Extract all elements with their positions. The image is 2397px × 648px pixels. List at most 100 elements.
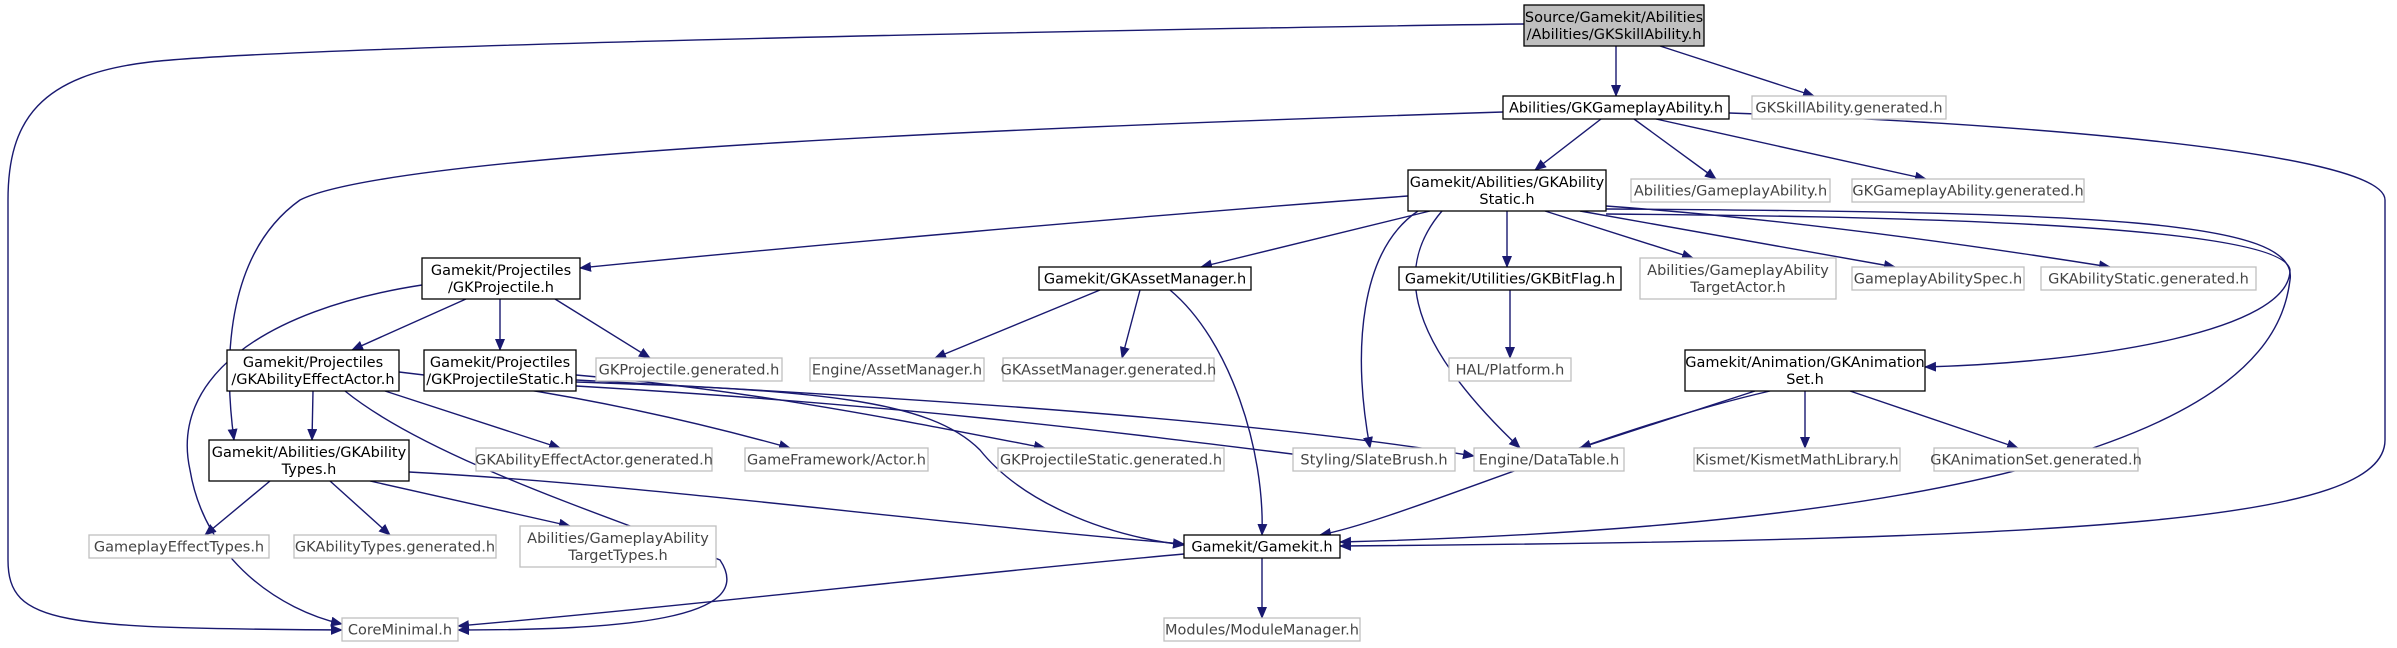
edge-arrow [457,553,1185,631]
node-skill-gen: GKSkillAbility.generated.h [1751,95,1947,120]
edge-arrow [227,111,1504,441]
node-static-gen: GKAbilityStatic.generated.h [2040,266,2257,291]
edge-arrow [1605,205,2111,271]
node-core-minimal: CoreMinimal.h [341,617,459,642]
node-label-line: Engine/DataTable.h [1479,453,1620,469]
edge-gameplay_ability_h-to-abilities_gameplayability [1633,118,1717,180]
edge-asset_manager-to-gamekit [1169,289,1268,536]
node-label-line: Types.h [281,462,337,478]
node-label-line: GKProjectileStatic.generated.h [1000,453,1222,469]
node-kismet: Kismet/KismetMathLibrary.h [1693,447,1901,472]
node-box [744,447,929,472]
node-box [1473,447,1625,472]
edge-arrow [1339,112,2386,551]
node-engine-assetmanager: Engine/AssetManager.h [809,357,985,382]
node-bitflag[interactable]: Gamekit/Utilities/GKBitFlag.h [1398,266,1622,291]
node-label-line: Abilities/GameplayAbility [527,531,709,547]
node-label-line: Abilities/GKGameplayAbility.h [1509,101,1723,117]
node-effectactor-gen: GKAbilityEffectActor.generated.h [475,447,713,472]
edges-layer [7,23,2386,635]
edge-arrow [1360,210,1419,449]
edge-ability_static-to-ability_spec [1579,210,1896,270]
node-abilities-gameplayability: Abilities/GameplayAbility.h [1630,178,1831,203]
node-asset-manager[interactable]: Gamekit/GKAssetManager.h [1038,266,1252,291]
edge-ability_static-to-slate_brush [1360,210,1419,449]
node-label-line: GameplayAbilitySpec.h [1854,272,2022,288]
node-hal-platform: HAL/Platform.h [1448,357,1572,382]
edge-projectile-to-projectile_gen [554,298,651,359]
edge-arrow [1544,210,1694,260]
node-projstatic-gen: GKProjectileStatic.generated.h [997,447,1225,472]
node-label-line: Gamekit/Abilities/GKAbility [212,445,407,461]
edge-arrow [384,390,561,450]
edge-asset_manager-to-engine_assetmanager [934,289,1101,359]
edge-arrow [186,284,423,627]
edge-ability_static-to-static_gen [1605,205,2111,271]
node-box [421,257,581,300]
node-root[interactable]: Source/Gamekit/Abilities/Abilities/GKSki… [1523,4,1705,47]
edge-ability_types-to-abilitytypes_gen [329,480,391,536]
edge-ability_static-to-asset_manager [1200,210,1431,270]
node-effect-actor[interactable]: Gamekit/Projectiles/GKAbilityEffectActor… [226,349,400,392]
edge-ability_types-to-gamekit [408,471,1185,549]
node-label-line: Engine/AssetManager.h [812,363,982,379]
edge-gameplay_ability_h-to-gameplayability_gen [1655,118,1927,182]
node-box [1523,4,1705,47]
node-gamekit[interactable]: Gamekit/Gamekit.h [1183,534,1341,559]
node-label-line: GKGameplayAbility.generated.h [1852,184,2083,200]
edge-projectile-to-core_minimal [186,284,423,627]
node-box [423,349,577,392]
edge-arrow [575,381,1185,549]
node-box [1002,357,1215,382]
node-box [208,439,410,482]
node-label-line: GKAnimationSet.generated.h [1930,453,2142,469]
node-projectile-static[interactable]: Gamekit/Projectiles/GKProjectileStatic.h [423,349,577,392]
edge-ability_static-to-gamekit [1339,208,2291,547]
edge-arrow [1339,208,2291,547]
node-label-line: Gamekit/Projectiles [430,355,570,371]
node-label-line: /GKAbilityEffectActor.h [231,372,394,388]
node-animation-set[interactable]: Gamekit/Animation/GKAnimationSet.h [1684,349,1926,392]
node-label-line: GKAbilityStatic.generated.h [2048,272,2249,288]
node-module-manager: Modules/ModuleManager.h [1163,617,1361,642]
node-label-line: GKAssetManager.generated.h [1001,363,1217,379]
edge-animation_set-to-gamekit [1319,390,1771,538]
node-datatable: Engine/DataTable.h [1473,447,1625,472]
node-box [341,617,459,642]
node-label-line: Gamekit/Utilities/GKBitFlag.h [1405,272,1615,288]
node-projectile[interactable]: Gamekit/Projectiles/GKProjectile.h [421,257,581,300]
edge-root-to-core_minimal [7,23,1525,635]
edge-arrow [554,298,651,359]
edge-arrow [1200,210,1431,270]
edge-gameplay_ability_h-to-gamekit [1339,112,2386,551]
node-box [1398,266,1622,291]
node-ability-static[interactable]: Gamekit/Abilities/GKAbilityStatic.h [1407,169,1607,212]
edge-arrow [575,374,1046,451]
node-gameplay-ability-h[interactable]: Abilities/GKGameplayAbility.h [1502,95,1730,120]
edge-root-to-skill_gen [1659,45,1815,98]
node-label-line: /GKProjectileStatic.h [426,372,573,388]
node-label-line: TargetActor.h [1689,280,1785,296]
edge-gameplay_ability_h-to-ability_static [1534,118,1602,171]
edge-ability_types-to-target_types [369,480,571,529]
node-label-line: Gamekit/Abilities/GKAbility [1410,175,1605,191]
edge-projectile_static-to-gamekit [575,381,1185,549]
node-gf-actor: GameFramework/Actor.h [744,447,929,472]
node-ability-types[interactable]: Gamekit/Abilities/GKAbilityTypes.h [208,439,410,482]
edge-effect_actor-to-ability_types [307,390,318,441]
node-box [475,447,713,472]
edge-gamekit-to-core_minimal [457,553,1185,631]
edge-arrow [1655,118,1927,182]
node-box [1502,95,1730,120]
edge-arrow [329,480,391,536]
node-box [997,447,1225,472]
node-label-line: /GKProjectile.h [448,280,554,296]
node-label-line: Gamekit/Animation/GKAnimation [1685,355,1924,371]
node-label-line: Kismet/KismetMathLibrary.h [1695,453,1898,469]
edge-arrow [1414,210,1521,449]
edge-gameplay_ability_h-to-ability_types [227,111,1504,441]
node-effect-types: GameplayEffectTypes.h [88,534,270,559]
node-label-line: Modules/ModuleManager.h [1165,623,1359,639]
node-box [1448,357,1572,382]
